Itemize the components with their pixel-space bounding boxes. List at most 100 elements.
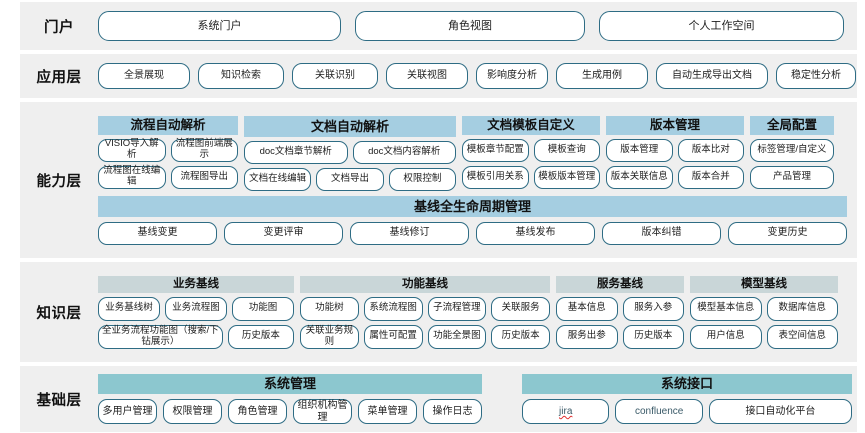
- cap-button-version-merge[interactable]: 版本合并: [677, 165, 744, 189]
- cap-button-doc-online-edit[interactable]: 文档在线编辑: [244, 167, 312, 191]
- cap-button-template-version-management[interactable]: 模板版本管理: [533, 165, 600, 189]
- app-button-knowledge-search[interactable]: 知识检索: [198, 63, 284, 89]
- portal-button-personal-workspace[interactable]: 个人工作空间: [599, 11, 844, 41]
- capability-row: 版本管理 版本比对: [606, 138, 744, 162]
- cap-button-version-relation-info[interactable]: 版本关联信息: [606, 165, 673, 189]
- kn-button-service-input-params[interactable]: 服务入参: [622, 296, 684, 321]
- layer-portal: 门户 系统门户 角色视图 个人工作空间: [20, 2, 857, 50]
- knowledge-row: 功能树 系统流程图 子流程管理 关联服务: [300, 296, 550, 321]
- cap-button-doc-chapter-parse[interactable]: doc文档章节解析: [244, 140, 348, 164]
- portal-button-system-portal[interactable]: 系统门户: [98, 11, 341, 41]
- capability-row: 版本关联信息 版本合并: [606, 165, 744, 189]
- fn-button-operation-log[interactable]: 操作日志: [423, 399, 482, 424]
- kn-button-tablespace-info[interactable]: 表空间信息: [766, 324, 838, 349]
- kn-button-function-chart[interactable]: 功能图: [232, 296, 294, 321]
- capability-baseline-block: 基线全生命周期管理 基线变更 变更评审 基线修订 基线发布 版本纠错 变更历史: [98, 195, 847, 245]
- kn-button-business-baseline-tree[interactable]: 业务基线树: [98, 296, 160, 321]
- foundation-group-columns: 系统管理 多用户管理 权限管理 角色管理 组织机构管理 菜单管理 操作日志 系统…: [98, 374, 852, 424]
- baseline-button-revise[interactable]: 基线修订: [350, 221, 469, 245]
- kn-button-model-basic-info[interactable]: 模型基本信息: [690, 296, 762, 321]
- kn-button-full-business-process-function-chart[interactable]: 全业务流程功能图（搜索/下钻展示）: [98, 324, 223, 349]
- baseline-button-row: 基线变更 变更评审 基线修订 基线发布 版本纠错 变更历史: [98, 221, 847, 245]
- kn-button-function-history-version[interactable]: 历史版本: [491, 324, 550, 349]
- cap-button-version-management[interactable]: 版本管理: [606, 138, 673, 162]
- cap-button-tag-management-custom[interactable]: 标签管理/自定义: [750, 138, 834, 162]
- knowledge-row: 全业务流程功能图（搜索/下钻展示） 历史版本: [98, 324, 294, 349]
- app-button-panorama[interactable]: 全景展现: [98, 63, 190, 89]
- kn-button-attribute-configurable[interactable]: 属性可配置: [363, 324, 423, 349]
- fn-button-org-structure-management[interactable]: 组织机构管理: [293, 399, 352, 424]
- kn-button-service-output-params[interactable]: 服务出参: [556, 324, 618, 349]
- kn-button-related-service[interactable]: 关联服务: [491, 296, 550, 321]
- layer-body-foundation: 系统管理 多用户管理 权限管理 角色管理 组织机构管理 菜单管理 操作日志 系统…: [98, 374, 862, 424]
- kn-button-function-tree[interactable]: 功能树: [300, 296, 359, 321]
- group-header-version-management: 版本管理: [606, 115, 744, 135]
- app-button-relation-view[interactable]: 关联视图: [386, 63, 468, 89]
- layer-body-knowledge: 业务基线 业务基线树 业务流程图 功能图 全业务流程功能图（搜索/下钻展示） 历…: [98, 275, 857, 349]
- cap-button-permission-control[interactable]: 权限控制: [388, 167, 456, 191]
- capability-row: 产品管理: [750, 165, 834, 189]
- cap-button-product-management[interactable]: 产品管理: [750, 165, 834, 189]
- group-header-doc-parse: 文档自动解析: [244, 115, 456, 137]
- layer-label-knowledge: 知识层: [36, 305, 82, 322]
- knowledge-group-service-baseline: 服务基线 基本信息 服务入参 服务出参 历史版本: [556, 275, 684, 349]
- kn-button-history-version[interactable]: 历史版本: [227, 324, 294, 349]
- fn-button-confluence[interactable]: confluence: [615, 399, 703, 424]
- kn-button-service-history-version[interactable]: 历史版本: [622, 324, 684, 349]
- fn-button-permission-management[interactable]: 权限管理: [163, 399, 222, 424]
- cap-button-flowchart-export[interactable]: 流程图导出: [170, 165, 238, 189]
- layer-label-capability: 能力层: [36, 173, 82, 190]
- capability-group-global-config: 全局配置 标签管理/自定义 产品管理: [750, 115, 834, 189]
- kn-button-system-flowchart[interactable]: 系统流程图: [363, 296, 423, 321]
- cap-button-template-query[interactable]: 模板查询: [533, 138, 600, 162]
- knowledge-group-business-baseline: 业务基线 业务基线树 业务流程图 功能图 全业务流程功能图（搜索/下钻展示） 历…: [98, 275, 294, 349]
- cap-button-doc-content-parse[interactable]: doc文档内容解析: [352, 140, 456, 164]
- confluence-label: confluence: [634, 405, 684, 417]
- cap-button-template-reference-relation[interactable]: 模板引用关系: [462, 165, 529, 189]
- cap-button-doc-export[interactable]: 文档导出: [316, 167, 384, 191]
- portal-button-role-view[interactable]: 角色视图: [355, 11, 585, 41]
- cap-button-template-chapter-config[interactable]: 模板章节配置: [462, 138, 529, 162]
- kn-button-subprocess-management[interactable]: 子流程管理: [427, 296, 487, 321]
- layer-body-capability: 流程自动解析 VISIO导入解析 流程图前端展示 流程图在线编辑 流程图导出 文…: [98, 115, 857, 245]
- knowledge-group-columns: 业务基线 业务基线树 业务流程图 功能图 全业务流程功能图（搜索/下钻展示） 历…: [98, 275, 847, 349]
- application-button-row: 全景展现 知识检索 关联识别 关联视图 影响度分析 生成用例 自动生成导出文档 …: [98, 63, 856, 89]
- kn-button-service-basic-info[interactable]: 基本信息: [556, 296, 618, 321]
- baseline-button-change-review[interactable]: 变更评审: [224, 221, 343, 245]
- layer-body-portal: 系统门户 角色视图 个人工作空间: [98, 11, 857, 41]
- knowledge-group-model-baseline: 模型基线 模型基本信息 数据库信息 用户信息 表空间信息: [690, 275, 838, 349]
- app-button-relation-recognition[interactable]: 关联识别: [292, 63, 378, 89]
- baseline-button-version-correction[interactable]: 版本纠错: [602, 221, 721, 245]
- baseline-button-publish[interactable]: 基线发布: [476, 221, 595, 245]
- capability-row: 流程图在线编辑 流程图导出: [98, 165, 238, 189]
- group-header-doc-template: 文档模板自定义: [462, 115, 600, 135]
- fn-button-interface-automation-platform[interactable]: 接口自动化平台: [708, 399, 852, 424]
- group-header-business-baseline: 业务基线: [98, 275, 294, 293]
- fn-button-multi-user-management[interactable]: 多用户管理: [98, 399, 157, 424]
- cap-button-visio-import-parse[interactable]: VISIO导入解析: [98, 138, 166, 162]
- kn-button-function-panorama[interactable]: 功能全景图: [427, 324, 487, 349]
- baseline-button-change[interactable]: 基线变更: [98, 221, 217, 245]
- group-header-system-management: 系统管理: [98, 374, 482, 394]
- group-header-process-parse: 流程自动解析: [98, 115, 238, 135]
- cap-button-version-compare[interactable]: 版本比对: [677, 138, 744, 162]
- cap-button-flowchart-online-edit[interactable]: 流程图在线编辑: [98, 165, 166, 189]
- app-button-generate-case[interactable]: 生成用例: [556, 63, 648, 89]
- fn-button-menu-management[interactable]: 菜单管理: [358, 399, 417, 424]
- kn-button-user-info[interactable]: 用户信息: [690, 324, 762, 349]
- kn-button-database-info[interactable]: 数据库信息: [766, 296, 838, 321]
- fn-button-jira[interactable]: jira: [522, 399, 610, 424]
- cap-button-flowchart-frontend-display[interactable]: 流程图前端展示: [170, 138, 238, 162]
- kn-button-related-business-rule[interactable]: 关联业务规则: [300, 324, 359, 349]
- capability-group-version-management: 版本管理 版本管理 版本比对 版本关联信息 版本合并: [606, 115, 744, 189]
- foundation-row: jira confluence 接口自动化平台: [522, 399, 852, 424]
- knowledge-row: 基本信息 服务入参: [556, 296, 684, 321]
- app-button-auto-export-doc[interactable]: 自动生成导出文档: [656, 63, 768, 89]
- app-button-stability-analysis[interactable]: 稳定性分析: [776, 63, 856, 89]
- baseline-button-change-history[interactable]: 变更历史: [728, 221, 847, 245]
- layer-application: 应用层 全景展现 知识检索 关联识别 关联视图 影响度分析 生成用例 自动生成导…: [20, 54, 857, 98]
- app-button-impact-analysis[interactable]: 影响度分析: [476, 63, 548, 89]
- fn-button-role-management[interactable]: 角色管理: [228, 399, 287, 424]
- kn-button-business-flowchart[interactable]: 业务流程图: [165, 296, 227, 321]
